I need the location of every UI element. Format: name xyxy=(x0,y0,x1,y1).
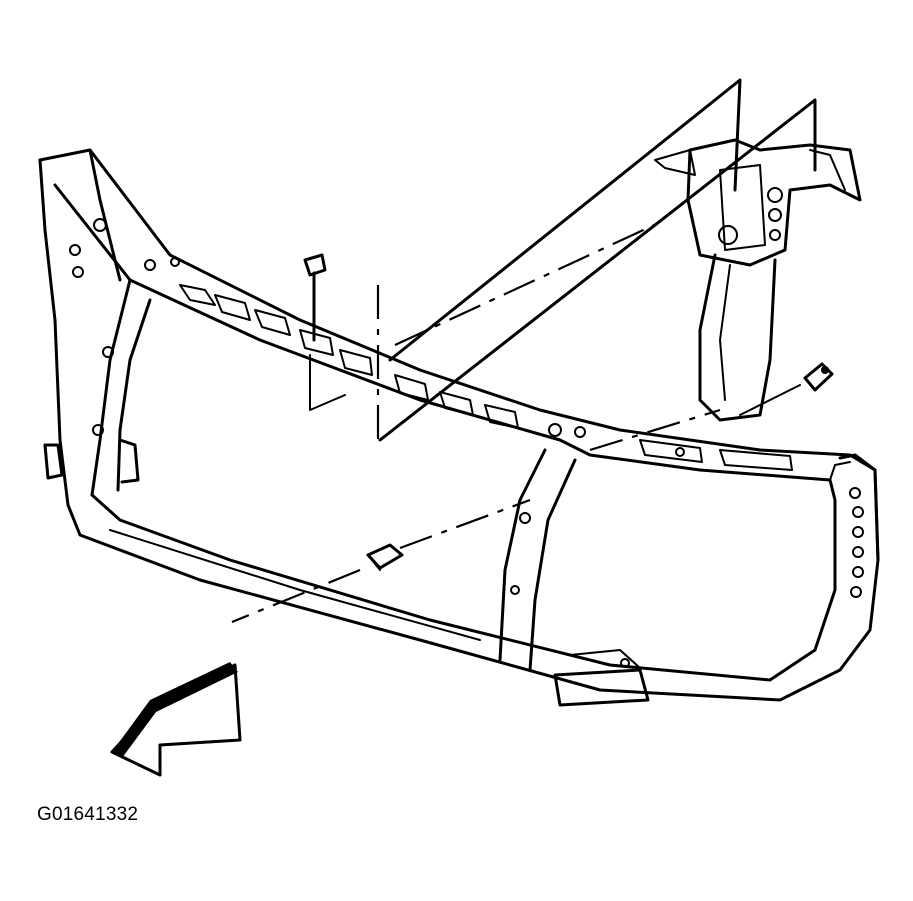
radiator-support-frame xyxy=(38,148,880,707)
tie-bar-ribs xyxy=(179,284,793,471)
hood-latch-assembly xyxy=(378,78,862,442)
fastener-bolt xyxy=(303,253,380,440)
figure-code-label: G01641332 xyxy=(37,804,139,825)
alignment-lines xyxy=(394,219,721,452)
lower-fastener xyxy=(231,498,531,624)
front-direction-arrow-icon xyxy=(110,662,242,777)
